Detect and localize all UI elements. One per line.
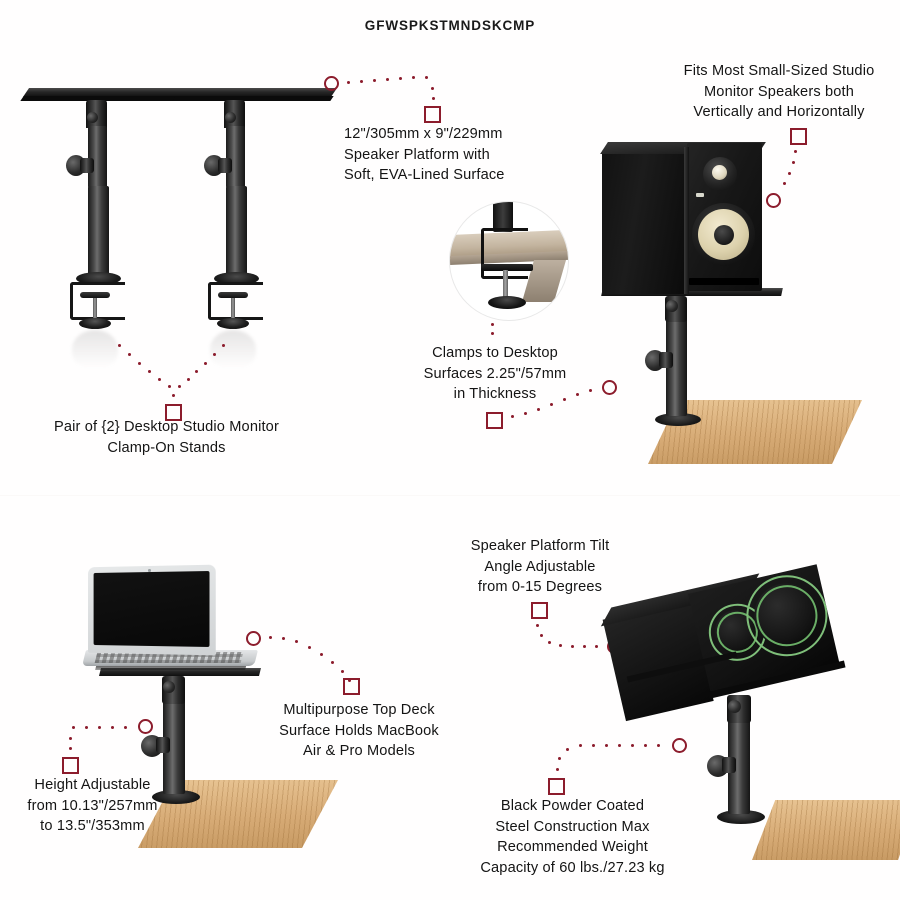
page-title: GFWSPKSTMNDSKCMP [364, 18, 536, 33]
callout-marker-powder-coated [548, 778, 565, 795]
callout-label-top-deck: Multipurpose Top Deck Surface Holds MacB… [279, 702, 439, 759]
section-divider [0, 495, 900, 496]
callout-label-height-adjustable: Height Adjustable from 10.13"/257mm to 1… [27, 777, 158, 834]
callout-anchor-height-adjustable [138, 719, 153, 734]
callout-label-clamps-to-desktop: Clamps to Desktop Surfaces 2.25"/57mm in… [423, 345, 567, 402]
clamp-detail-magnifier [449, 201, 569, 321]
callout-anchor-top-deck [246, 631, 261, 646]
callout-label-fits-monitors: Fits Most Small-Sized Studio Monitor Spe… [683, 63, 875, 120]
callout-label-powder-coated: Black Powder Coated Steel Construction M… [480, 798, 665, 876]
callout-marker-fits-monitors [790, 128, 807, 145]
callout-anchor-speaker-platform [324, 76, 339, 91]
callout-anchor-powder-coated [672, 738, 687, 753]
callout-marker-tilt-angle [531, 602, 548, 619]
callout-marker-clamps-to-desktop [486, 412, 503, 429]
callout-anchor-fits-monitors [766, 193, 781, 208]
callout-label-speaker-platform: 12"/305mm x 9"/229mm Speaker Platform wi… [344, 126, 505, 183]
callout-label-pair-of-stands: Pair of {2} Desktop Studio Monitor Clamp… [54, 419, 279, 456]
callout-marker-pair-of-stands [165, 404, 182, 421]
callout-marker-top-deck [343, 678, 360, 695]
callout-anchor-clamps-to-desktop [602, 380, 617, 395]
callout-label-tilt-angle: Speaker Platform Tilt Angle Adjustable f… [470, 538, 610, 595]
callout-marker-height-adjustable [62, 757, 79, 774]
callout-marker-speaker-platform [424, 106, 441, 123]
